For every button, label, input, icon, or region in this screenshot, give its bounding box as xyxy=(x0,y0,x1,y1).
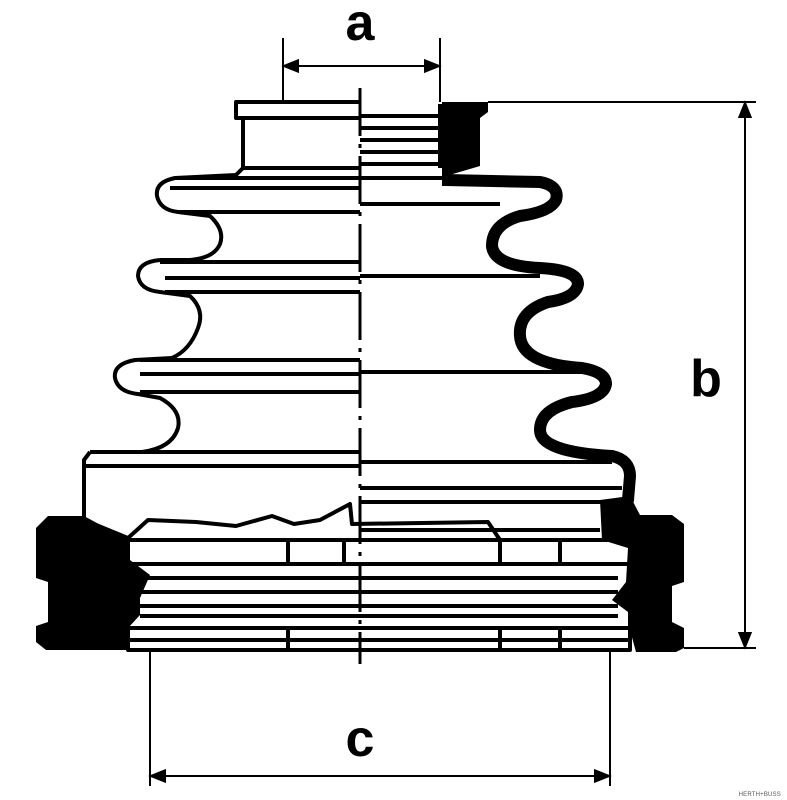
top-clamp-band xyxy=(442,102,488,186)
bellows-left-profile xyxy=(82,100,360,540)
dimension-c-label: c xyxy=(346,710,375,768)
dimension-b xyxy=(488,100,756,650)
dimension-c xyxy=(148,652,612,786)
inner-ring-body xyxy=(126,502,632,652)
right-clamp-band xyxy=(600,496,684,652)
right-half-lines xyxy=(360,104,622,532)
dimension-b-label: b xyxy=(690,350,722,408)
left-clamp-band xyxy=(36,516,150,650)
bellows-right-wall xyxy=(445,174,636,517)
dimension-a xyxy=(281,38,442,102)
dimension-a-label: a xyxy=(346,0,376,52)
brand-mark: HERTH+BUSS xyxy=(738,792,781,798)
